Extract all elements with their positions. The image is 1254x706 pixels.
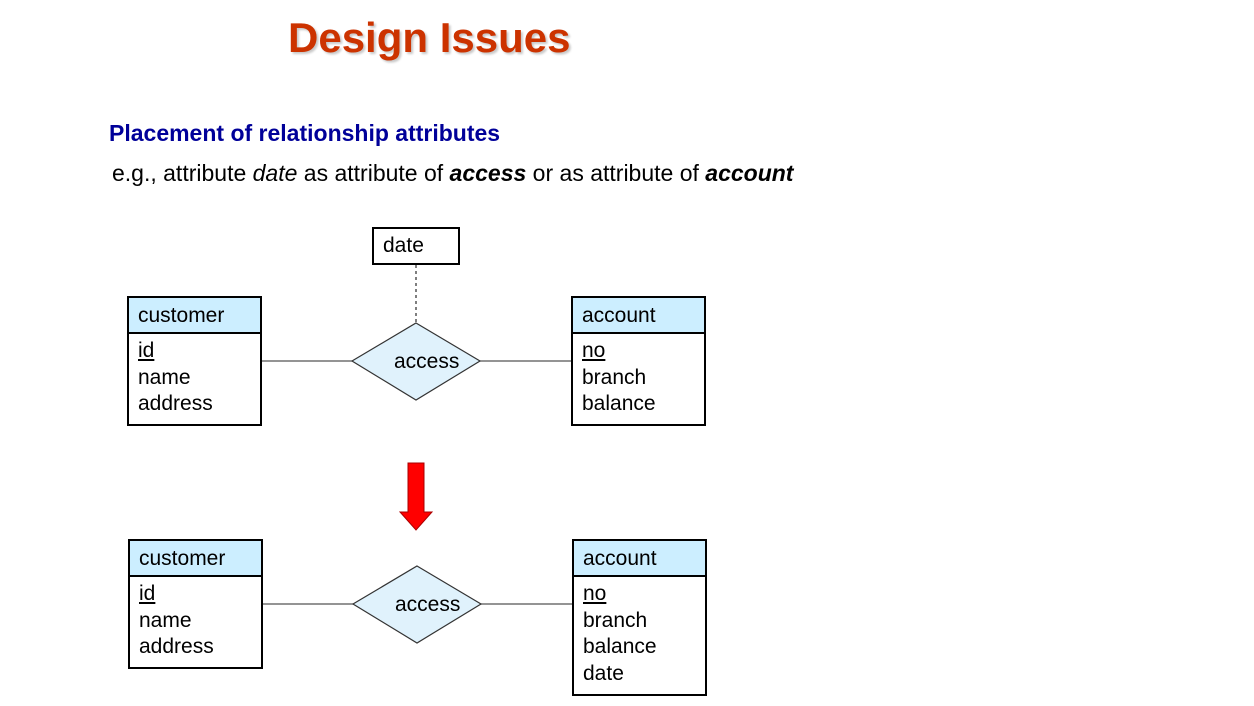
entity-attributes: no branch balance	[573, 334, 704, 418]
attribute-id: id	[138, 339, 155, 362]
relationship-attribute-date: date	[372, 227, 460, 265]
example-date: date	[252, 160, 298, 186]
page-title: Design Issues	[288, 14, 571, 61]
entity-header: account	[573, 298, 704, 334]
entity-header: customer	[129, 298, 260, 334]
attribute-name: name	[139, 608, 192, 632]
example-text: e.g., attribute date as attribute of acc…	[112, 160, 793, 187]
attribute-branch: branch	[583, 608, 648, 632]
relationship-diamond-bottom	[351, 565, 483, 644]
attribute-balance: balance	[582, 392, 656, 415]
entity-account-top: account no branch balance	[571, 296, 706, 426]
relationship-label-top: access	[394, 350, 460, 373]
down-arrow-icon	[398, 462, 434, 531]
example-mid1: as attribute of	[297, 160, 450, 186]
entity-attributes: no branch balance date	[574, 577, 705, 687]
entity-customer-top: customer id name address	[127, 296, 262, 426]
example-prefix: e.g., attribute	[112, 160, 253, 186]
attribute-address: address	[139, 635, 214, 658]
example-access: access	[449, 160, 527, 186]
example-mid2: or as attribute of	[526, 160, 706, 186]
attribute-date: date	[583, 661, 624, 685]
entity-customer-bottom: customer id name address	[128, 539, 263, 669]
attribute-no: no	[583, 582, 607, 605]
attribute-balance: balance	[583, 635, 657, 658]
attribute-id: id	[139, 582, 156, 605]
entity-attributes: id name address	[129, 334, 260, 418]
entity-account-bottom: account no branch balance date	[572, 539, 707, 696]
attribute-branch: branch	[582, 365, 647, 389]
entity-header: customer	[130, 541, 261, 577]
section-heading: Placement of relationship attributes	[109, 120, 501, 146]
entity-header: account	[574, 541, 705, 577]
attribute-no: no	[582, 339, 606, 362]
relationship-label-bottom: access	[395, 593, 461, 616]
attribute-address: address	[138, 392, 213, 415]
relationship-diamond-top	[350, 322, 482, 401]
entity-attributes: id name address	[130, 577, 261, 661]
example-account: account	[705, 160, 794, 186]
attribute-name: name	[138, 365, 191, 389]
